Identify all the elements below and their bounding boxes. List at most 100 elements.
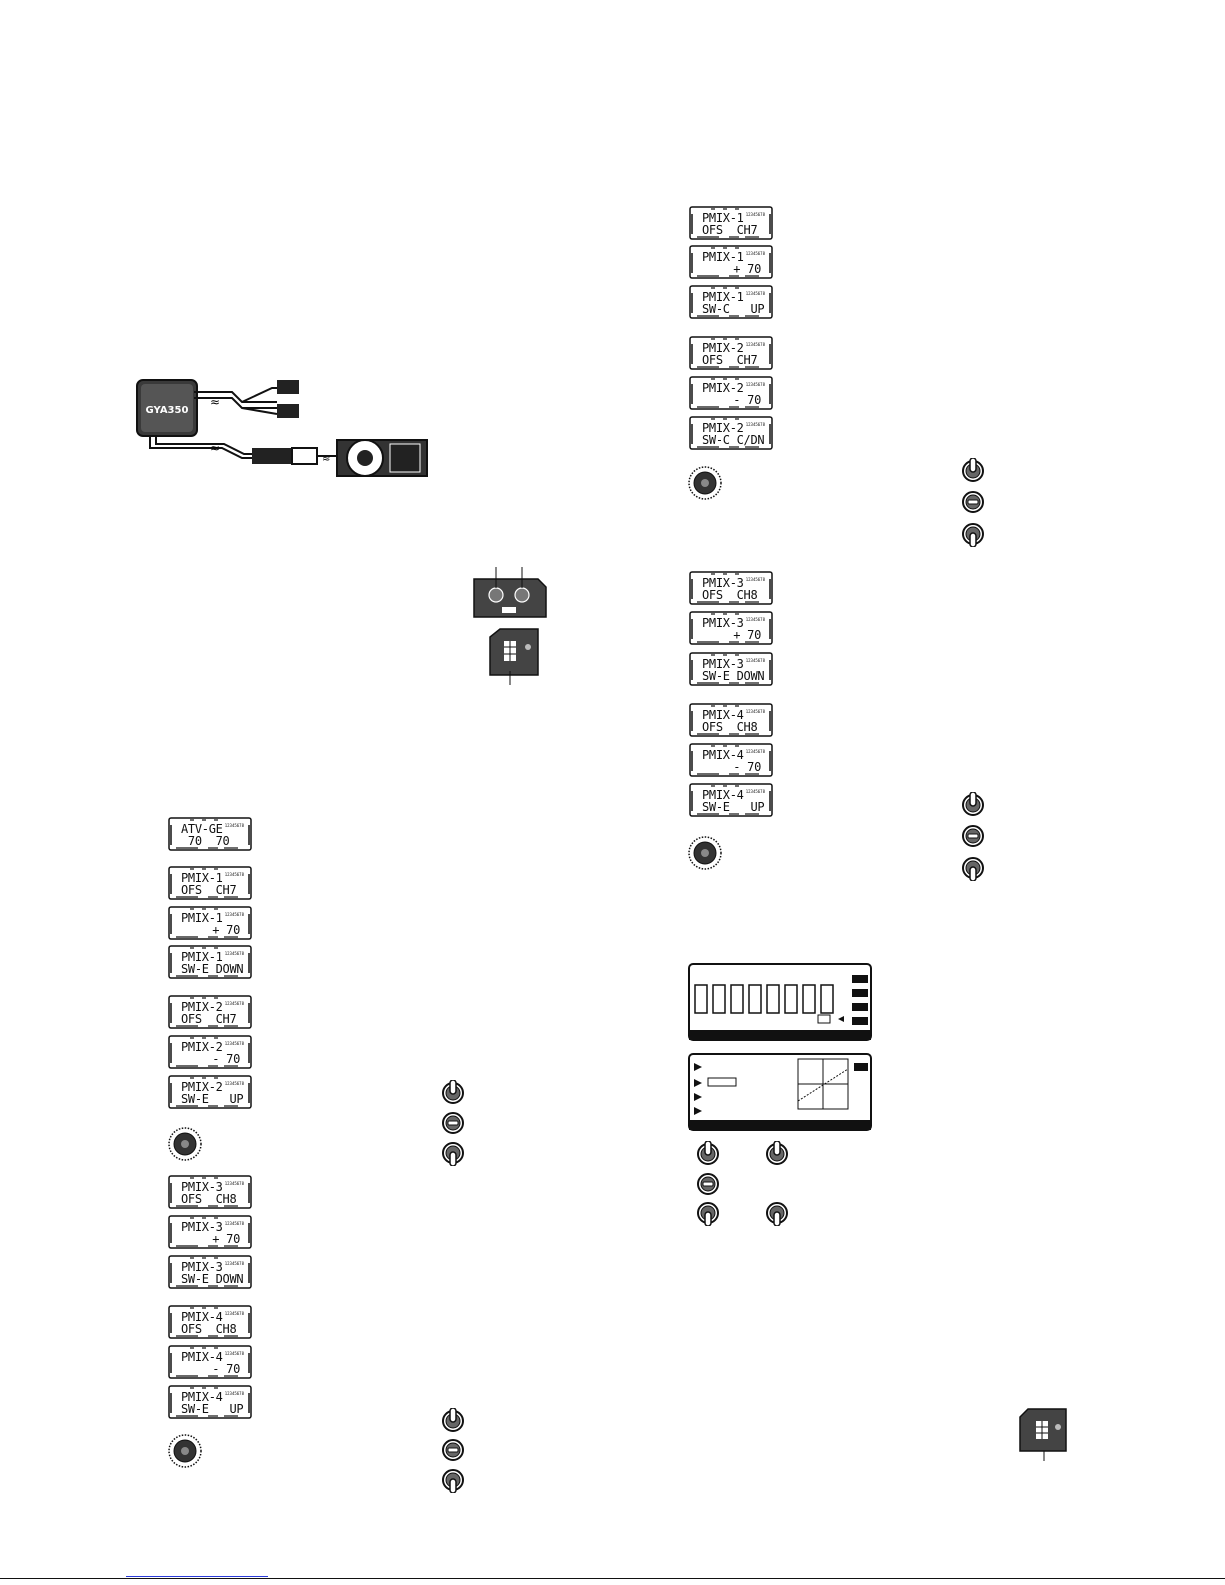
lcd-line-2: OFS CH8: [181, 1192, 237, 1206]
dip-switch-icon: [489, 628, 539, 685]
lcd-line-1: PMIX-3: [702, 616, 744, 630]
lcd-channel-digits: 12345678: [745, 422, 765, 427]
lcd-channel-digits: 12345678: [745, 709, 765, 714]
gyro-wiring-diagram: GYA350 ≈ ≈ ≈: [136, 379, 428, 477]
toggle-switch-down-icon: [442, 1469, 464, 1493]
lcd-line-1: PMIX-3: [702, 657, 744, 671]
lcd-line-2: SW-C C/DN: [702, 433, 765, 447]
lcd-line-2: OFS CH7: [181, 883, 237, 897]
lcd-line-2: - 70: [733, 393, 761, 407]
lcd-line-1: PMIX-1: [702, 250, 744, 264]
lcd-line-2: OFS CH7: [181, 1012, 237, 1026]
lcd-line-1: PMIX-2: [181, 1040, 223, 1054]
lcd-channel-digits: 12345678: [745, 291, 765, 296]
toggle-switch-center-icon: [697, 1173, 719, 1195]
lcd-channel-digits: 12345678: [745, 251, 765, 256]
lcd-line-2: SW-E DOWN: [181, 962, 244, 976]
lcd-line-2: SW-E UP: [181, 1402, 244, 1416]
lcd-channel-digits: 12345678: [224, 872, 244, 877]
lcd-line-1: PMIX-4: [702, 788, 744, 802]
toggle-switch-center-icon: [442, 1439, 464, 1461]
toggle-switch-up-icon: [442, 1408, 464, 1432]
lcd-line-2: - 70: [733, 760, 761, 774]
toggle-switch-center-icon: [962, 825, 984, 847]
lcd-line-1: PMIX-2: [702, 341, 744, 355]
lcd-channel-digits: 12345678: [224, 1351, 244, 1356]
lcd-line-2: 70 70: [181, 834, 230, 848]
lcd-line-1: PMIX-3: [702, 576, 744, 590]
svg-text:≈: ≈: [210, 395, 220, 409]
lcd-channel-digits: 12345678: [745, 342, 765, 347]
lcd-line-2: OFS CH8: [702, 720, 758, 734]
toggle-switch-up-icon: [766, 1141, 788, 1165]
lcd-line-2: SW-E UP: [702, 800, 765, 814]
lcd-line-1: PMIX-2: [181, 1000, 223, 1014]
toggle-switch-center-icon: [442, 1112, 464, 1134]
lcd-line-1: PMIX-4: [702, 748, 744, 762]
lcd-line-2: - 70: [212, 1362, 240, 1376]
lcd-line-2: OFS CH8: [181, 1322, 237, 1336]
channel-bar: [820, 984, 834, 1014]
lcd-line-2: OFS CH7: [702, 223, 758, 237]
link-underline: [126, 1576, 268, 1577]
toggle-switch-down-icon: [442, 1142, 464, 1166]
toggle-switch-down-icon: [962, 857, 984, 881]
svg-text:≈: ≈: [322, 454, 330, 465]
lcd-line-1: PMIX-1: [181, 950, 223, 964]
lcd-channel-digits: 12345678: [224, 1181, 244, 1186]
lcd-line-1: PMIX-4: [181, 1350, 223, 1364]
toggle-switch-down-icon: [697, 1202, 719, 1226]
lcd-screen: PMIX-4- 70 12345678: [168, 1345, 252, 1379]
lcd-line-1: PMIX-1: [181, 871, 223, 885]
lcd-line-2: SW-E DOWN: [702, 669, 765, 683]
lcd-line-2: SW-E DOWN: [181, 1272, 244, 1286]
channel-bar: [802, 984, 816, 1014]
rotary-dial-icon: [168, 1127, 202, 1161]
gyro-label: GYA350: [146, 405, 189, 416]
lcd-line-2: OFS CH7: [702, 353, 758, 367]
monitor-screen: [688, 963, 872, 1041]
channel-bar: [784, 984, 798, 1014]
toggle-switch-down-icon: [962, 523, 984, 547]
lcd-channel-digits: 12345678: [224, 1081, 244, 1086]
lcd-channel-digits: 12345678: [745, 212, 765, 217]
lcd-channel-digits: 12345678: [224, 1221, 244, 1226]
dip-switch-icon: [1019, 1408, 1067, 1461]
channel-bar: [730, 984, 744, 1014]
lcd-channel-digits: 12345678: [224, 823, 244, 828]
lcd-line-1: PMIX-4: [702, 708, 744, 722]
lcd-line-2: - 70: [212, 1052, 240, 1066]
rotary-dial-icon: [688, 466, 722, 500]
lcd-line-1: PMIX-3: [181, 1260, 223, 1274]
lcd-line-1: PMIX-1: [702, 290, 744, 304]
lcd-line-2: SW-C UP: [702, 302, 765, 316]
page-bottom-rule: [0, 1578, 1225, 1579]
toggle-switch-center-icon: [962, 491, 984, 513]
lcd-line-1: PMIX-4: [181, 1390, 223, 1404]
lcd-line-1: PMIX-2: [702, 421, 744, 435]
lcd-line-1: PMIX-1: [702, 211, 744, 225]
toggle-switch-down-icon: [766, 1202, 788, 1226]
rotary-dial-icon: [168, 1434, 202, 1468]
lcd-line-2: + 70: [733, 262, 761, 276]
lcd-channel-digits: 12345678: [745, 577, 765, 582]
lcd-line-2: + 70: [212, 923, 240, 937]
lcd-line-1: PMIX-2: [181, 1080, 223, 1094]
lcd-channel-digits: 12345678: [745, 658, 765, 663]
lcd-line-2: + 70: [733, 628, 761, 642]
